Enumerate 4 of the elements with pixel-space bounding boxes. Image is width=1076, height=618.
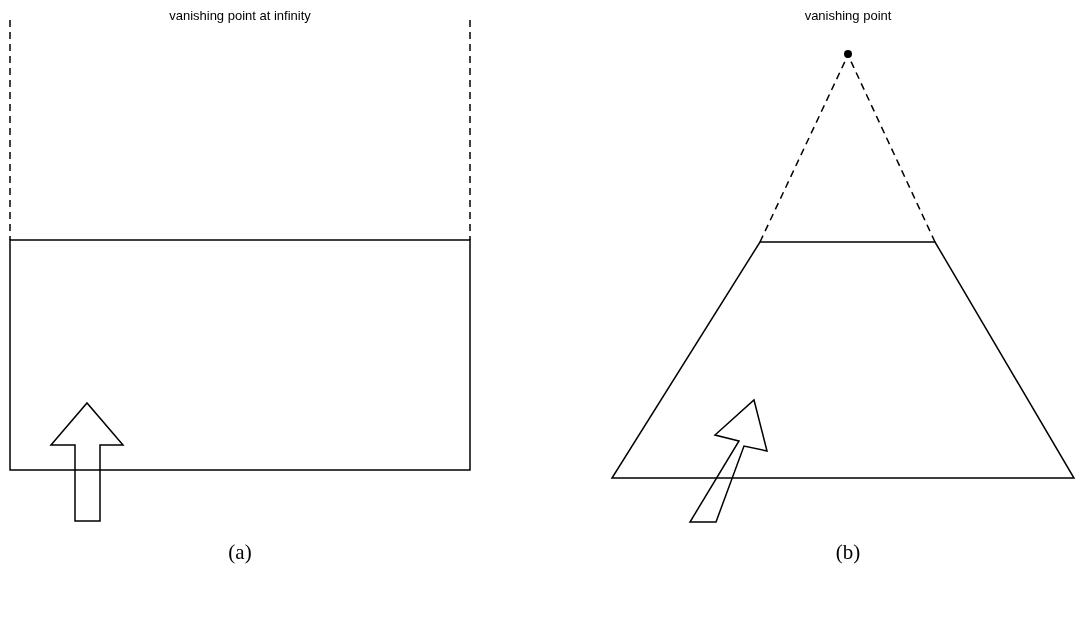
- caption-text: (b): [835, 540, 861, 565]
- caption-text: (a): [228, 540, 252, 565]
- label-text: vanishing point at infinity: [169, 8, 311, 23]
- label-text: vanishing point: [804, 8, 892, 23]
